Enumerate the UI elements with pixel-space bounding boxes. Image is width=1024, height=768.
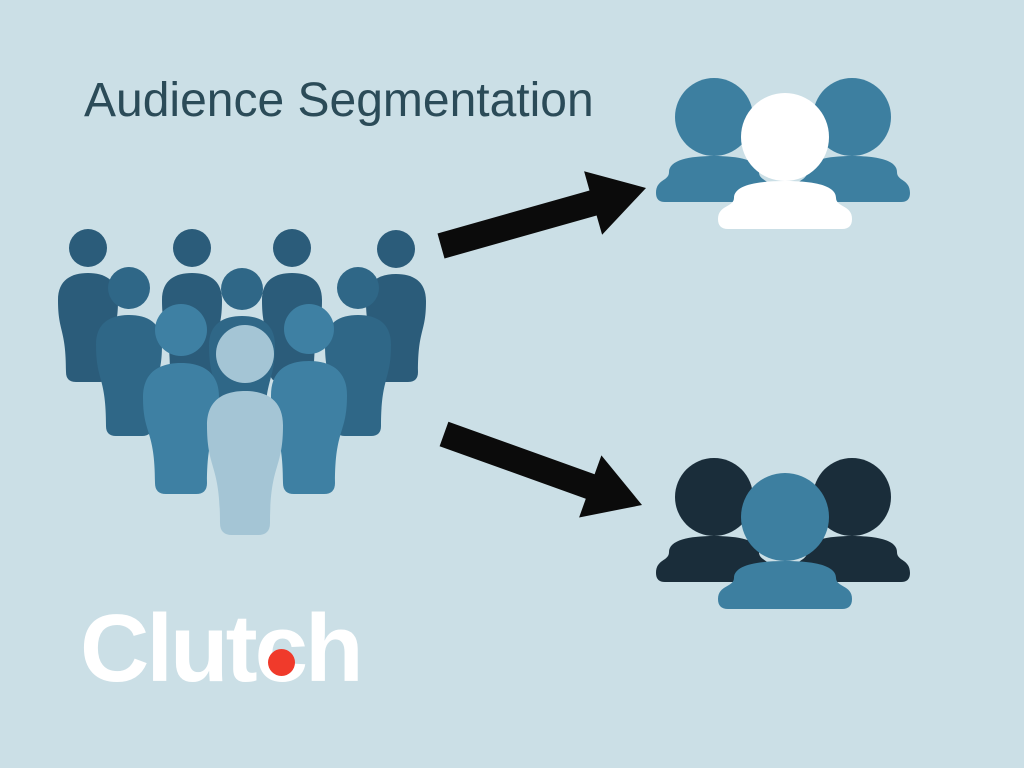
person-icon-segment-2-side [656, 458, 772, 582]
segment-2-group [656, 458, 910, 609]
segment-groups [656, 78, 910, 609]
segment-1-group [656, 78, 910, 229]
person-icon-segment-1-center [718, 93, 852, 229]
logo-dot-icon [267, 649, 295, 676]
person-icon-segment-1-side [794, 78, 910, 202]
page-title: Audience Segmentation [84, 74, 594, 127]
segmentation-arrows [437, 171, 646, 518]
person-icon-third-row [271, 304, 347, 494]
audience-crowd [58, 229, 426, 535]
logo-dotted-letter: c [255, 601, 308, 697]
arrow-to-segment-1 [437, 171, 646, 259]
logo-text-prefix: Clut [80, 595, 258, 702]
clutch-logo: Clutch [80, 601, 364, 697]
person-icon-third-row [143, 304, 219, 494]
logo-text-suffix: h [305, 595, 364, 702]
arrow-to-segment-2 [439, 421, 642, 518]
person-icon-segment-2-center [718, 473, 852, 609]
person-icon-front-row [207, 325, 283, 535]
logo-letter-c: c [255, 595, 308, 702]
